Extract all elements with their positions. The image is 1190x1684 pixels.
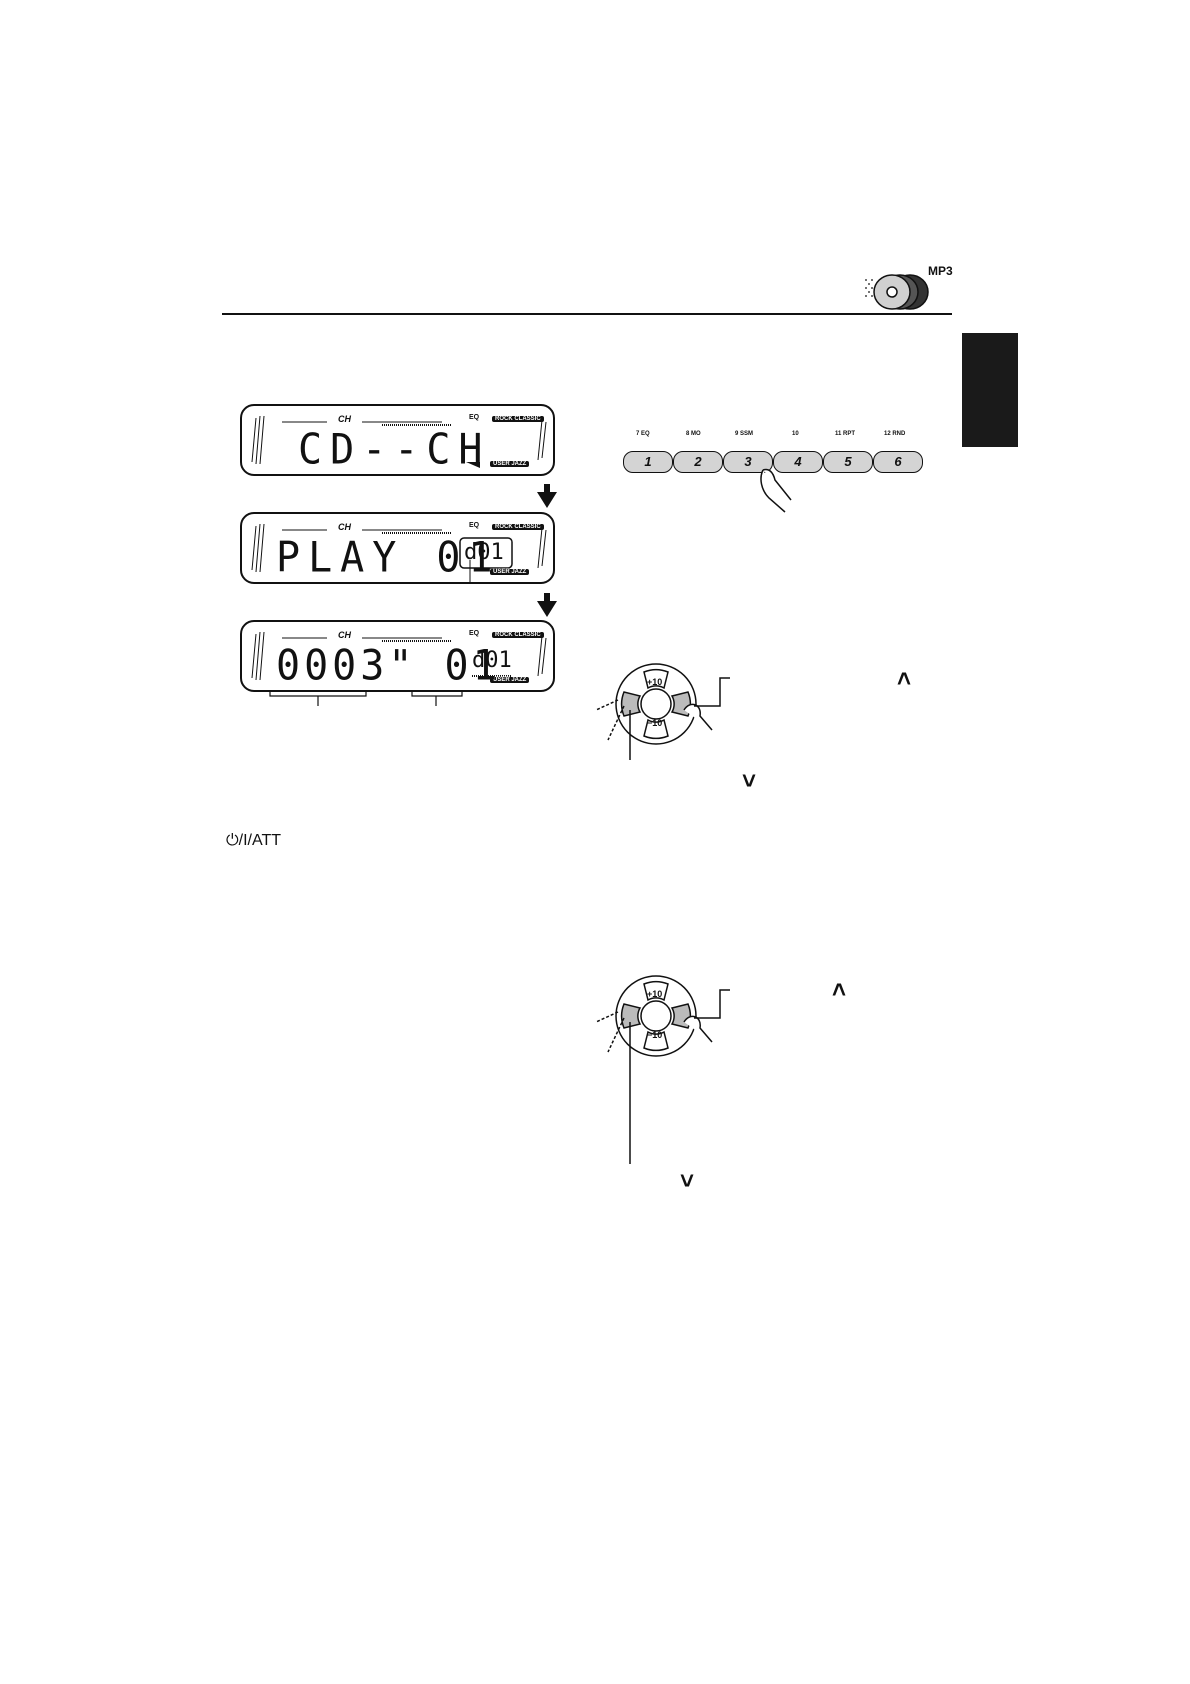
preset-button-6[interactable]: 6 [873, 451, 923, 473]
finger-press-icon [760, 468, 792, 513]
language-side-tab [962, 333, 1018, 447]
lcd-user-jazz-label: USER JAZZ [490, 569, 530, 575]
lcd-eq-label: EQ [469, 630, 480, 637]
dial-1-down-label: −10 [647, 718, 663, 728]
lcd-main-text: 0003" 01 [276, 641, 501, 691]
lcd-disc-number: d01 [464, 540, 504, 565]
dial-2-down-label: −10 [647, 1030, 663, 1040]
lcd-display-1: CH EQ ROCK CLASSIC USER JAZZ CD--CH [240, 404, 555, 476]
display-callout-brackets [269, 690, 463, 706]
preset-label-2: 8 MO [686, 431, 701, 437]
preset-button-2[interactable]: 2 [673, 451, 723, 473]
arrow-down-stem-1 [544, 484, 550, 492]
arrow-down-icon [537, 492, 557, 508]
chevron-up-icon: ˄ [897, 666, 912, 693]
arrow-down-stem-2 [544, 593, 550, 601]
chevron-down-icon: ˅ [742, 768, 757, 795]
lcd-ch-label: CH [338, 414, 351, 424]
dial-1-up-label: +10 [647, 677, 663, 687]
preset-button-3[interactable]: 3 [723, 451, 773, 473]
lcd-ch-label: CH [338, 630, 351, 640]
chevron-up-icon: ˄ [832, 977, 847, 1004]
control-dial-1[interactable] [594, 660, 934, 760]
preset-button-4[interactable]: 4 [773, 451, 823, 473]
lcd-display-2: CH EQ ROCK CLASSIC USER JAZZ PLAY 01 d01 [240, 512, 555, 584]
preset-label-1: 7 EQ [636, 431, 650, 437]
chevron-down-icon: ˅ [680, 1168, 695, 1195]
mp3-disc-icon [860, 262, 955, 312]
lcd-main-text: PLAY 01 [276, 533, 501, 583]
lcd-main-text: CD--CH [298, 425, 491, 475]
lcd-user-jazz-label: USER JAZZ [490, 677, 530, 683]
header-rule [222, 313, 952, 315]
preset-label-5: 11 RPT [835, 431, 856, 437]
power-att-label: ⏻/I/ATT [226, 832, 282, 849]
mp3-badge-text: MP3 [928, 264, 953, 278]
preset-label-6: 12 RND [884, 431, 906, 437]
lcd-eq-label: EQ [469, 414, 480, 421]
control-dial-2[interactable] [594, 972, 934, 1172]
arrow-down-icon [537, 601, 557, 617]
preset-label-3: 9 SSM [735, 431, 754, 437]
preset-button-5[interactable]: 5 [823, 451, 873, 473]
lcd-segment-bars [251, 523, 547, 582]
lcd-rock-classic-label: ROCK CLASSIC [492, 632, 544, 638]
lcd-display-3: CH EQ ROCK CLASSIC USER JAZZ 0003" 01 d0… [240, 620, 555, 692]
lcd-rock-classic-label: ROCK CLASSIC [492, 524, 544, 530]
lcd-rock-classic-label: ROCK CLASSIC [492, 416, 544, 422]
preset-button-1[interactable]: 1 [623, 451, 673, 473]
lcd-disc-number: d01 [472, 648, 512, 673]
preset-label-4: 10 [792, 431, 799, 437]
dial-2-up-label: +10 [647, 989, 663, 999]
lcd-ch-label: CH [338, 522, 351, 532]
lcd-user-jazz-label: USER JAZZ [490, 461, 530, 467]
lcd-segment-bars [251, 415, 547, 468]
lcd-eq-label: EQ [469, 522, 480, 529]
lcd-segment-bars [251, 631, 547, 681]
